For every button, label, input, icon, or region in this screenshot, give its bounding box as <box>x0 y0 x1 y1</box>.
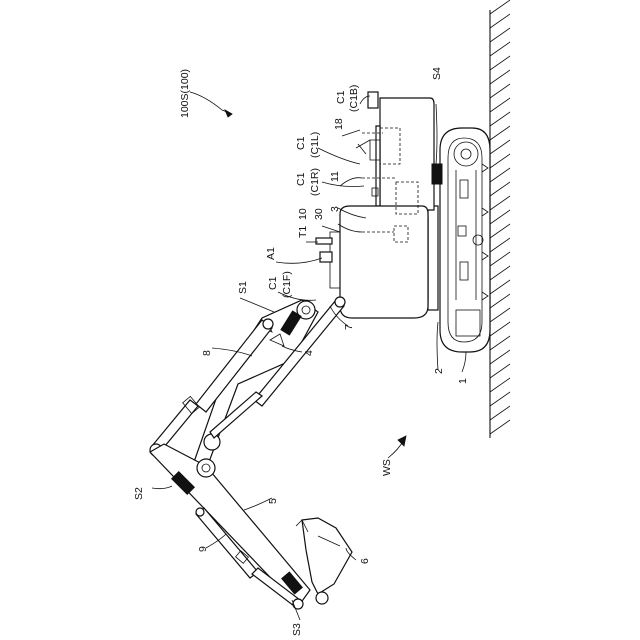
label-c1f-b: (C1F) <box>281 271 293 298</box>
label-c1l-a: C1 <box>295 136 307 150</box>
camera-c1b <box>368 92 378 108</box>
ground-hatch-line <box>490 168 510 182</box>
ground-hatch-line <box>490 56 510 70</box>
label-c1f-a: C1 <box>267 276 279 290</box>
label-10: 10 <box>297 208 309 220</box>
ground-hatch-line <box>490 294 510 308</box>
ground-hatch-line <box>490 378 510 392</box>
ground-hatch-line <box>490 224 510 238</box>
ground-hatch-line <box>490 392 510 406</box>
ground-hatch-line <box>490 0 510 14</box>
ground-hatch-line <box>490 98 510 112</box>
upper-swing-body-3 <box>330 98 434 318</box>
label-8: 8 <box>201 350 213 356</box>
ground-hatch-line <box>490 406 510 420</box>
ground-hatch-line <box>490 84 510 98</box>
ground-hatch-line <box>490 112 510 126</box>
ground-hatch-line <box>490 322 510 336</box>
label-9: 9 <box>197 546 209 552</box>
label-s1: S1 <box>237 281 249 294</box>
label-s4: S4 <box>431 67 443 80</box>
ground-hatch-line <box>490 196 510 210</box>
ground-hatch-line <box>490 336 510 350</box>
label-11: 11 <box>329 171 341 182</box>
label-2: 2 <box>433 368 445 374</box>
ground-hatch-line <box>490 70 510 84</box>
label-6: 6 <box>359 558 371 564</box>
label-system: 100S(100) <box>179 69 191 118</box>
ground-hatch-line <box>490 420 510 434</box>
ground-hatch-line <box>490 28 510 42</box>
ground-hatch-line <box>490 14 510 28</box>
ground-hatch-line <box>490 154 510 168</box>
label-18: 18 <box>333 118 345 130</box>
label-c1b-a: C1 <box>335 90 347 104</box>
ground-hatch-line <box>490 182 510 196</box>
label-ws: WS <box>381 459 393 476</box>
label-5: 5 <box>267 498 279 504</box>
ground-hatch-line <box>490 266 510 280</box>
ground-hatch-line <box>490 140 510 154</box>
ground-hatch-line <box>490 252 510 266</box>
label-c1r-b: (C1R) <box>309 168 321 196</box>
label-c1l-b: (C1L) <box>309 132 321 158</box>
label-a1: A1 <box>265 247 277 260</box>
ground-hatch-line <box>490 238 510 252</box>
label-s3: S3 <box>291 623 303 636</box>
label-1: 1 <box>457 378 469 384</box>
label-4: 4 <box>303 350 315 356</box>
label-s2: S2 <box>133 487 145 500</box>
ground-hatch-line <box>490 308 510 322</box>
label-c1r-a: C1 <box>295 172 307 186</box>
label-3: 3 <box>329 206 341 212</box>
ground-hatch-line <box>490 210 510 224</box>
ground <box>490 0 510 438</box>
ground-hatch-line <box>490 364 510 378</box>
ground-hatch-line <box>490 280 510 294</box>
label-7: 7 <box>343 324 355 330</box>
label-c1b-b: (C1B) <box>348 85 360 112</box>
ground-hatch-line <box>490 42 510 56</box>
sensor-s4 <box>432 164 442 184</box>
ground-hatch-line <box>490 126 510 140</box>
crawler-track-1 <box>440 128 490 352</box>
label-t1: T1 <box>297 226 309 238</box>
label-30: 30 <box>313 208 325 220</box>
ground-hatch-line <box>490 350 510 364</box>
